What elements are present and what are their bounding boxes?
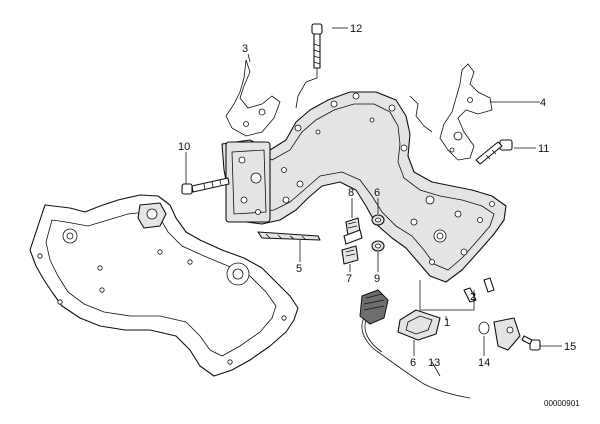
nut-9 <box>371 240 385 252</box>
upper-gasket <box>225 59 281 137</box>
bolt-15 <box>521 335 541 351</box>
callout-labels: 12 3 4 11 10 8 6 7 9 5 2 1 6 13 14 15 <box>178 23 576 369</box>
sensor-cable-13 <box>359 289 471 399</box>
bolt-10 <box>181 177 230 195</box>
callout-15: 15 <box>564 341 576 353</box>
bolt-11 <box>475 139 513 165</box>
callout-3: 3 <box>242 43 248 55</box>
drawing-number: 00000901 <box>544 399 580 408</box>
gasket-strip-5 <box>257 231 321 241</box>
callout-6: 6 <box>374 187 380 199</box>
callout-7: 7 <box>346 273 352 285</box>
outer-timing-cover <box>29 194 299 377</box>
callout-8: 8 <box>348 187 354 199</box>
leader-lines <box>185 27 562 377</box>
stud-8 <box>343 217 363 245</box>
callout-1: 1 <box>444 317 450 329</box>
right-gasket <box>409 63 493 161</box>
dowel-pin-2 <box>463 277 495 303</box>
callout-12: 12 <box>350 23 362 35</box>
callout-9: 9 <box>374 273 380 285</box>
callout-10: 10 <box>178 141 190 153</box>
callout-2: 2 <box>470 291 476 303</box>
callout-13: 13 <box>428 357 440 369</box>
bolt-12 <box>311 23 323 69</box>
nut-6 <box>371 214 385 226</box>
cover-plate-8 <box>397 309 441 341</box>
callout-11: 11 <box>538 143 549 155</box>
callout-6-lower: 6 <box>410 357 416 369</box>
stud-7 <box>341 245 359 265</box>
callout-14: 14 <box>478 357 490 369</box>
callout-4: 4 <box>540 97 546 109</box>
sensor-14 <box>478 317 521 351</box>
callout-5: 5 <box>296 263 302 275</box>
inner-timing-case <box>221 91 507 283</box>
